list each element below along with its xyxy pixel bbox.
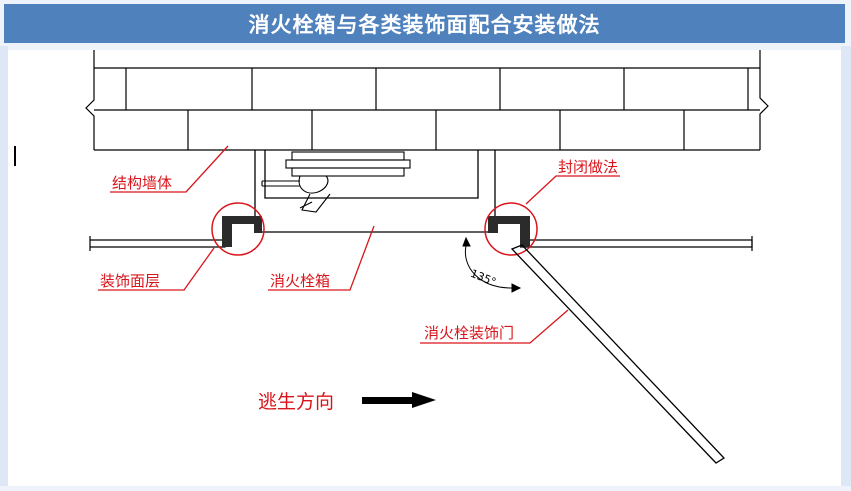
edge-mark: [14, 146, 16, 166]
brick-wall: [85, 50, 769, 151]
finish-layer-label: 装饰面层: [100, 272, 160, 290]
left-seal-detail: [211, 202, 265, 256]
diagram-title: 消火栓箱与各类装饰面配合安装做法: [248, 11, 601, 37]
door-angle-label: 135°: [468, 267, 497, 289]
door-angle-arc: [462, 236, 522, 293]
right-seal-detail: [484, 202, 538, 256]
sealing-method-label: 封闭做法: [558, 158, 618, 176]
title-bar: 消火栓箱与各类装饰面配合安装做法: [4, 4, 845, 43]
finish-layer-left: [89, 236, 226, 251]
decorative-door: [510, 244, 726, 464]
left-margin-strip: [0, 46, 8, 486]
hydrant-box-outline: [254, 150, 496, 233]
hydrant-door-label: 消火栓装饰门: [424, 324, 514, 342]
drawing-canvas: [8, 50, 841, 486]
right-margin-strip: [841, 46, 851, 486]
structure-wall-label: 结构墙体: [112, 174, 172, 192]
leader-lines: [98, 145, 620, 344]
hose-reel: [261, 151, 411, 213]
escape-direction-label: 逃生方向: [258, 391, 334, 413]
finish-layer-right: [520, 236, 753, 251]
escape-arrow-icon: [362, 392, 436, 408]
hydrant-box-label: 消火栓箱: [270, 272, 330, 290]
